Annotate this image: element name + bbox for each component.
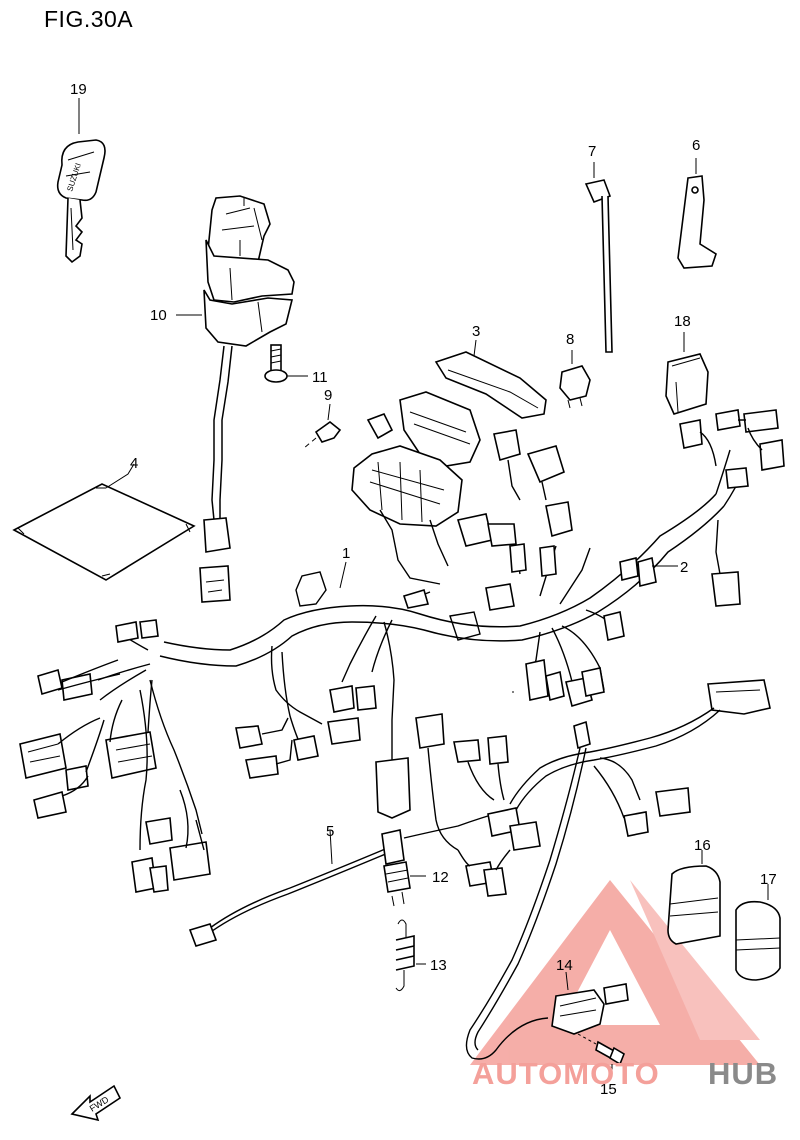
- callout-14: 14: [556, 957, 573, 974]
- bracket-part-6: [677, 158, 717, 269]
- bolt-part-11: [264, 344, 308, 383]
- fwd-arrow-icon: FWD: [70, 1084, 122, 1122]
- callout-13: 13: [430, 957, 447, 974]
- gasket-sheet-part-4: [12, 463, 196, 581]
- relay-part-16: [667, 850, 721, 945]
- watermark-text-part2: HUB: [708, 1056, 778, 1091]
- fuse-box-assembly: [351, 391, 573, 585]
- key-part-19: SUZUKI: [56, 139, 106, 264]
- callout-8: 8: [566, 331, 574, 348]
- right-sub-harness: [660, 409, 785, 607]
- front-sub-harness: [403, 679, 771, 1060]
- callout-7: 7: [588, 143, 596, 160]
- callout-12: 12: [432, 869, 449, 886]
- callout-labels: 1 2 3 4 5 6 7 8 9 10 11 12 13 14 15 16 1…: [70, 81, 777, 1098]
- callout-19: 19: [70, 81, 87, 98]
- callout-5: 5: [326, 823, 334, 840]
- callout-15: 15: [600, 1081, 617, 1098]
- callout-6: 6: [692, 137, 700, 154]
- callout-18: 18: [674, 313, 691, 330]
- callout-10: 10: [150, 307, 167, 324]
- cover-part-3: [434, 339, 547, 419]
- watermark-text: AUTOMOTO HUB: [472, 1056, 778, 1091]
- lead-wire-part-5: [188, 829, 403, 947]
- ignition-switch-part-10: [199, 195, 295, 603]
- callout-2: 2: [680, 559, 688, 576]
- callout-11: 11: [312, 369, 328, 386]
- switch-part-12: [381, 829, 426, 907]
- screw-part-9: [303, 403, 342, 449]
- spring-part-13: [395, 919, 426, 992]
- screw-part-15: [577, 1033, 625, 1072]
- figure-title: FIG.30A: [44, 6, 134, 32]
- relay-part-17: [735, 884, 781, 981]
- watermark-text-part1: AUTOMOTO: [472, 1056, 660, 1091]
- callout-1: 1: [342, 545, 350, 562]
- callout-9: 9: [324, 387, 332, 404]
- main-wiring-harness-part-1: [19, 493, 725, 893]
- callout-3: 3: [472, 323, 480, 340]
- cable-tie-part-7: [584, 162, 613, 353]
- callout-16: 16: [694, 837, 711, 854]
- relay-part-18: [665, 332, 709, 415]
- callout-4: 4: [130, 455, 138, 472]
- callout-17: 17: [760, 871, 777, 888]
- bracket-part-14: [551, 971, 629, 1035]
- relay-clip-part-8: [559, 350, 591, 409]
- callout-leaders: [78, 98, 674, 589]
